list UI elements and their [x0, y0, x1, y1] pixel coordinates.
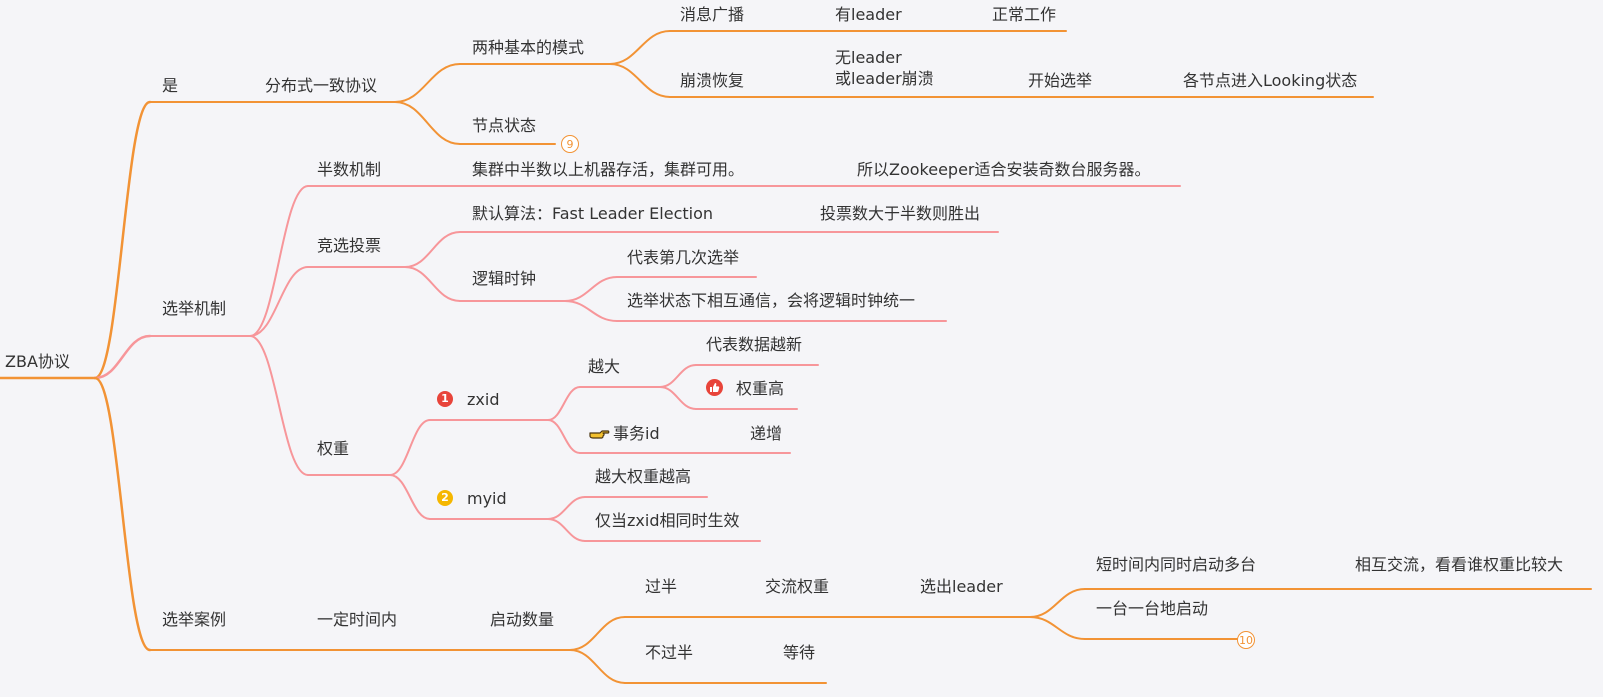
- node-has-leader[interactable]: 有leader: [835, 5, 902, 24]
- branch-line: [249, 335, 309, 476]
- collapsed-count-badge[interactable]: 9: [561, 135, 579, 153]
- thumbs-up-icon: [706, 379, 723, 396]
- node-normal-work[interactable]: 正常工作: [992, 5, 1057, 24]
- node-start-count[interactable]: 启动数量: [490, 610, 555, 629]
- node-half-desc[interactable]: 集群中半数以上机器存活，集群可用。: [472, 160, 745, 179]
- branch-line: [389, 419, 431, 476]
- no-leader-line1: 无leader: [835, 48, 902, 67]
- node-start-election[interactable]: 开始选举: [1028, 71, 1093, 90]
- node-distributed-protocol[interactable]: 分布式一致协议: [265, 76, 378, 95]
- branch-line: [547, 496, 586, 520]
- node-weight[interactable]: 权重: [317, 439, 350, 458]
- node-election-case[interactable]: 选举案例: [162, 610, 227, 629]
- branch-line: [547, 518, 586, 542]
- priority-2-marker: 2: [437, 490, 453, 506]
- branch-line: [389, 474, 431, 520]
- node-exchange-weight[interactable]: 交流权重: [765, 577, 830, 596]
- branch-line: [564, 300, 618, 322]
- branch-line: [569, 616, 626, 651]
- node-node-state[interactable]: 节点状态: [472, 116, 537, 135]
- branch-line: [569, 649, 626, 684]
- node-compare-weight[interactable]: 相互交流，看看谁权重比较大: [1355, 555, 1564, 574]
- node-wait[interactable]: 等待: [783, 643, 816, 662]
- node-same-zxid[interactable]: 仅当zxid相同时生效: [595, 511, 740, 530]
- branch-line: [404, 266, 461, 302]
- root-node[interactable]: ZBA协议: [5, 352, 70, 371]
- node-within-time[interactable]: 一定时间内: [317, 610, 398, 629]
- node-bigger[interactable]: 越大: [588, 357, 621, 376]
- node-election-mechanism[interactable]: 选举机制: [162, 299, 227, 318]
- node-two-modes[interactable]: 两种基本的模式: [472, 38, 585, 57]
- branch-line: [93, 334, 152, 380]
- node-clock-unify[interactable]: 选举状态下相互通信，会将逻辑时钟统一: [627, 291, 916, 310]
- branch-line: [1029, 616, 1086, 640]
- node-default-algorithm[interactable]: 默认算法：Fast Leader Election: [472, 204, 714, 223]
- branch-line: [547, 419, 581, 454]
- branch-line: [249, 266, 309, 337]
- node-logical-clock[interactable]: 逻辑时钟: [472, 269, 537, 288]
- priority-1-marker: 1: [437, 391, 453, 407]
- branch-line: [1029, 588, 1086, 618]
- node-pick-leader[interactable]: 选出leader: [920, 577, 1003, 596]
- branch-line: [394, 63, 461, 103]
- node-transaction-id[interactable]: 事务id: [613, 424, 660, 443]
- branch-line: [659, 386, 697, 410]
- node-over-half[interactable]: 过半: [645, 577, 678, 596]
- no-leader-line2: 或leader崩溃: [835, 69, 934, 88]
- node-looking-state[interactable]: 各节点进入Looking状态: [1183, 71, 1358, 90]
- node-majority-wins[interactable]: 投票数大于半数则胜出: [820, 204, 981, 223]
- branch-line: [93, 376, 152, 652]
- branch-line: [609, 30, 671, 65]
- branch-line: [659, 364, 697, 388]
- branch-line: [547, 386, 581, 421]
- pointing-hand-icon: [589, 430, 610, 439]
- node-one-by-one[interactable]: 一台一台地启动: [1096, 599, 1209, 618]
- node-bigger-higher[interactable]: 越大权重越高: [595, 467, 692, 486]
- node-odd-servers[interactable]: 所以Zookeeper适合安装奇数台服务器。: [857, 160, 1151, 179]
- node-broadcast[interactable]: 消息广播: [680, 5, 745, 24]
- node-start-many[interactable]: 短时间内同时启动多台: [1096, 555, 1257, 574]
- node-vote[interactable]: 竞选投票: [317, 236, 382, 255]
- node-zxid[interactable]: zxid: [467, 390, 500, 409]
- branch-line: [249, 185, 309, 337]
- branch-line: [609, 63, 671, 98]
- node-newer-data[interactable]: 代表数据越新: [706, 335, 803, 354]
- collapsed-count-badge-2[interactable]: 10: [1237, 631, 1255, 649]
- node-not-over-half[interactable]: 不过半: [645, 643, 694, 662]
- branch-line: [564, 276, 618, 302]
- node-election-round[interactable]: 代表第几次选举: [627, 248, 740, 267]
- branch-line: [93, 100, 152, 380]
- node-increment[interactable]: 递增: [750, 424, 783, 443]
- node-high-weight[interactable]: 权重高: [736, 379, 785, 398]
- node-no-leader[interactable]: 无leader 或leader崩溃: [835, 47, 934, 89]
- branch-line: [394, 101, 461, 145]
- node-crash-recovery[interactable]: 崩溃恢复: [680, 71, 745, 90]
- node-half-mechanism[interactable]: 半数机制: [317, 160, 382, 179]
- node-myid[interactable]: myid: [467, 489, 507, 508]
- node-is[interactable]: 是: [162, 76, 179, 95]
- branch-line: [404, 231, 461, 268]
